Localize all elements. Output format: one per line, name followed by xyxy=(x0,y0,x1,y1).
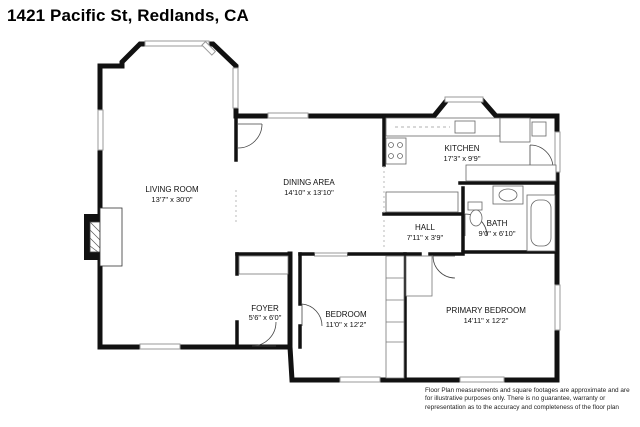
room-dims-foyer: 5'6" x 6'0" xyxy=(249,313,282,322)
room-name-kitchen: KITCHEN xyxy=(444,144,479,153)
room-name-primary: PRIMARY BEDROOM xyxy=(446,306,526,315)
room-dims-primary: 14'11" x 12'2" xyxy=(464,316,509,325)
kitchen-fixtures xyxy=(385,117,557,213)
room-dims-hall: 7'11" x 3'9" xyxy=(407,233,444,242)
doors xyxy=(237,123,554,347)
windows xyxy=(97,40,561,383)
room-name-bath: BATH xyxy=(487,219,508,228)
floor-plan-title: 1421 Pacific St, Redlands, CA xyxy=(7,6,249,25)
room-name-hall: HALL xyxy=(415,223,436,232)
room-name-living: LIVING ROOM xyxy=(145,185,199,194)
room-dims-kitchen: 17'3" x 9'9" xyxy=(444,154,481,163)
room-name-foyer: FOYER xyxy=(251,304,279,313)
room-name-dining: DINING AREA xyxy=(283,178,335,187)
room-dims-bedroom: 11'0" x 12'2" xyxy=(326,320,367,329)
room-dims-bath: 9'0" x 6'10" xyxy=(479,229,516,238)
room-dims-living: 13'7" x 30'0" xyxy=(151,195,192,204)
openings xyxy=(235,166,385,250)
room-dims-dining: 14'10" x 13'10" xyxy=(284,188,334,197)
closets xyxy=(238,255,433,379)
disclaimer-text: Floor Plan measurements and square foota… xyxy=(425,387,630,411)
fireplace xyxy=(84,207,123,267)
room-labels: LIVING ROOM 13'7" x 30'0" DINING AREA 14… xyxy=(145,144,526,329)
room-name-bedroom: BEDROOM xyxy=(325,310,367,319)
exterior-walls xyxy=(97,41,560,383)
interior-walls xyxy=(234,114,559,382)
bath-fixtures xyxy=(467,185,556,252)
